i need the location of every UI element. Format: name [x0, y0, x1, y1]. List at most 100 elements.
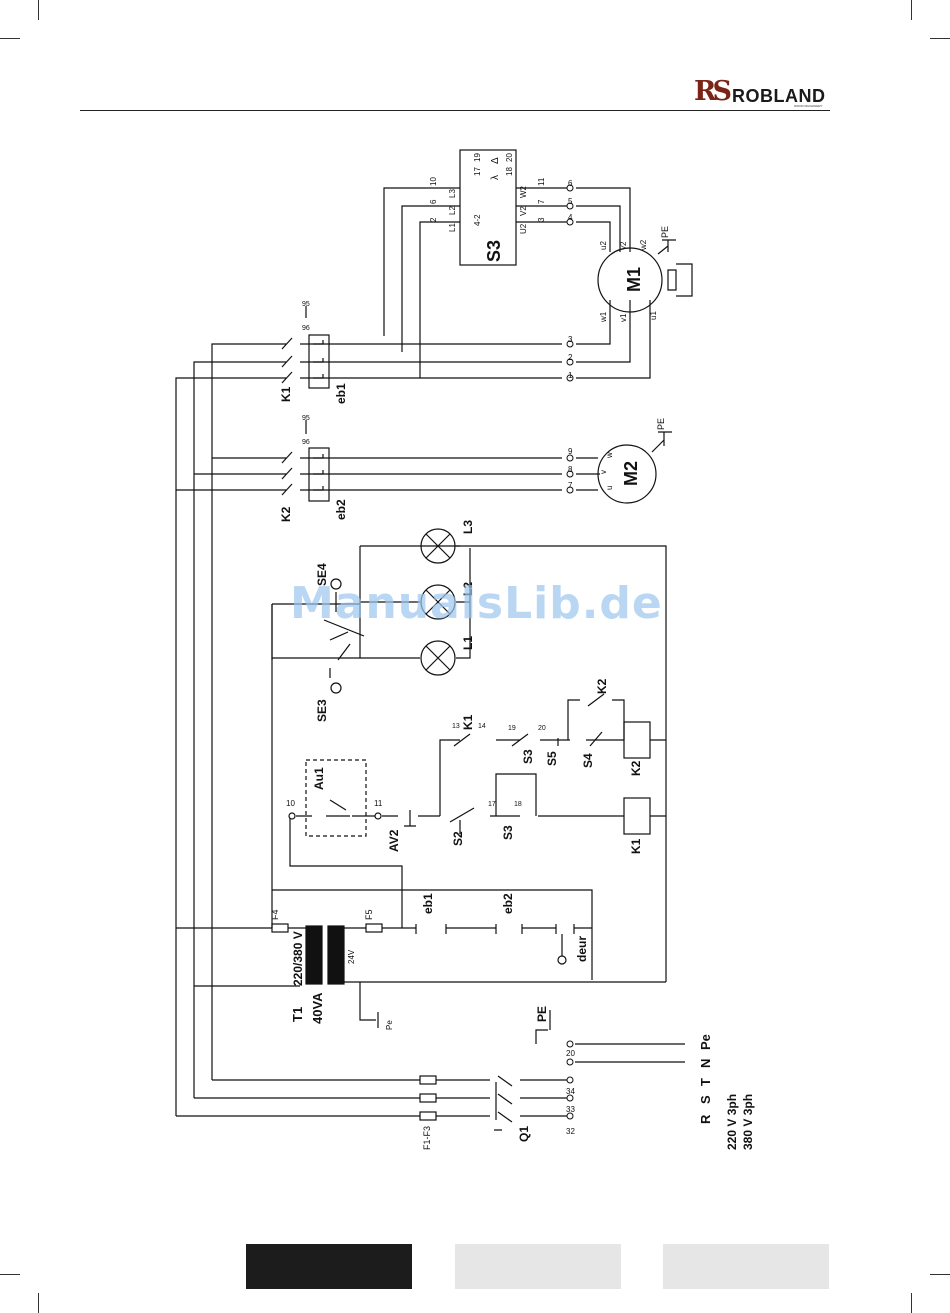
s3-num-17: 17: [473, 167, 482, 176]
phase-r: R: [698, 1114, 713, 1124]
s3-term-l3: L3: [448, 189, 457, 198]
m1-v1: v1: [619, 313, 628, 322]
eb1-contact-label: eb1: [421, 893, 435, 914]
s3-num-6: 6: [429, 199, 438, 204]
term-1: 1: [568, 371, 573, 380]
s3-num-2: 2: [429, 217, 438, 222]
k1-label: K1: [279, 386, 293, 402]
term-9: 9: [568, 447, 573, 456]
s3-term-w2: W2: [519, 185, 528, 198]
l3-label: L3: [461, 520, 475, 534]
s3-num-3: 3: [537, 217, 546, 222]
nav-tab-light[interactable]: [663, 1244, 829, 1289]
k1-aux-label: K1: [461, 714, 475, 730]
eb2-label: eb2: [334, 499, 348, 520]
s5-label: S5: [545, 751, 559, 766]
term-32: 32: [566, 1127, 575, 1136]
term-4: 4: [568, 213, 573, 222]
k2-label: K2: [279, 506, 293, 522]
t1-secondary-label: 24V: [347, 949, 356, 964]
logo-mark: RS: [694, 76, 732, 107]
ctrl-10: 10: [286, 799, 295, 808]
s3-term-v2: V2: [519, 206, 528, 216]
crop-mark: [911, 1293, 912, 1313]
s3-num-19: 19: [473, 153, 482, 162]
m1-w1: w1: [599, 311, 608, 323]
eb1-96: 96: [302, 325, 310, 332]
m2-pe-label: PE: [656, 418, 666, 430]
voltage-220: 220 V 3ph: [725, 1094, 739, 1150]
phase-t: T: [698, 1078, 713, 1086]
m2-u: u: [605, 486, 614, 490]
m2-w: w: [605, 452, 614, 459]
se4-label: SE4: [315, 563, 329, 586]
phase-n: N: [698, 1059, 713, 1068]
crop-mark: [911, 0, 912, 20]
s2-label: S2: [451, 831, 465, 846]
l1-label: L1: [461, 636, 475, 650]
ctrl-17: 17: [488, 801, 496, 808]
s3-num-20: 20: [505, 153, 514, 162]
m2-label: M2: [621, 461, 641, 486]
crop-mark: [38, 0, 39, 20]
s3-num-10: 10: [429, 177, 438, 186]
s3-switch-label: S3: [484, 240, 504, 262]
m1-w2: w2: [639, 239, 648, 251]
header-rule: [80, 110, 830, 111]
s3-term-u2: U2: [519, 223, 528, 234]
crop-mark: [0, 1274, 20, 1275]
term-7: 7: [568, 481, 573, 490]
q1-label: Q1: [517, 1126, 531, 1142]
m2-v: v: [599, 470, 608, 474]
term-5: 5: [568, 197, 573, 206]
av2-label: AV2: [387, 829, 401, 852]
delta-symbol: Δ: [490, 157, 501, 164]
deur-label: deur: [575, 936, 589, 962]
crop-mark: [38, 1293, 39, 1313]
eb1-95: 95: [302, 301, 310, 308]
m1-pe-label: PE: [660, 226, 670, 238]
ctrl-18: 18: [514, 801, 522, 808]
t1-power-label: 40VA: [310, 992, 325, 1024]
s4-label: S4: [581, 753, 595, 768]
eb1-label: eb1: [334, 383, 348, 404]
t1-voltage-label: 220/380 V: [291, 931, 305, 986]
ctrl-19: 19: [508, 725, 516, 732]
pe-label: PE: [535, 1006, 549, 1022]
t1-earth-label: Pe: [385, 1020, 394, 1030]
k2-coil-label: K2: [629, 760, 643, 776]
term-3: 3: [568, 335, 573, 344]
nav-tab-light[interactable]: [455, 1244, 621, 1289]
k1-coil-label: K1: [629, 838, 643, 854]
logo-tagline: WOOD MACHINERY: [794, 104, 823, 108]
star-symbol: λ: [490, 175, 501, 180]
t1-label: T1: [290, 1007, 305, 1022]
f4-label: F4: [270, 909, 280, 920]
se3-label: SE3: [315, 699, 329, 722]
crop-mark: [0, 38, 20, 39]
nav-tab-dark[interactable]: [246, 1244, 412, 1289]
m1-u2: u2: [599, 241, 608, 250]
ctrl-20: 20: [538, 725, 546, 732]
phase-pe: Pe: [698, 1034, 713, 1050]
robland-logo: RS ROBLAND WOOD MACHINERY: [694, 74, 834, 108]
m1-v2: v2: [619, 241, 628, 250]
ctrl-14: 14: [478, 723, 486, 730]
k2-aux-label: K2: [595, 678, 609, 694]
eb2-contact-label: eb2: [501, 893, 515, 914]
term-2: 2: [568, 353, 573, 362]
term-6: 6: [568, 179, 573, 188]
crop-mark: [930, 1274, 950, 1275]
ctrl-13: 13: [452, 723, 460, 730]
watermark: ManualsLib.de: [290, 578, 663, 629]
term-20: 20: [566, 1049, 575, 1058]
ctrl-11: 11: [374, 799, 383, 808]
logo-name: ROBLAND: [732, 86, 826, 106]
crop-mark: [930, 38, 950, 39]
m1-u1: u1: [649, 311, 658, 320]
s3-term-l2: L2: [448, 206, 457, 215]
phase-s: S: [698, 1095, 713, 1104]
au1-label: Au1: [312, 767, 326, 790]
s3-num-18: 18: [505, 167, 514, 176]
